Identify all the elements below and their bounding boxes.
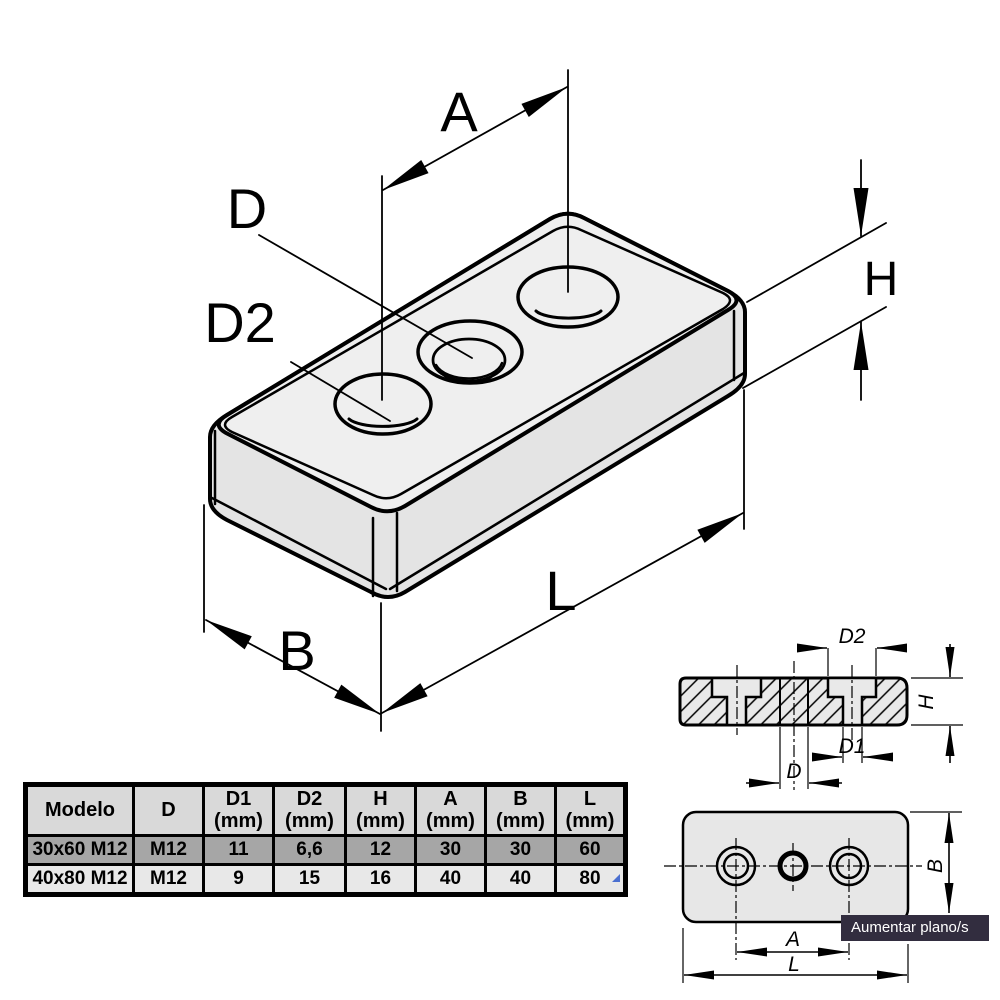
dim-label-D2-iso: D2 bbox=[204, 291, 276, 354]
plan-hole-right bbox=[828, 845, 870, 887]
header-modelo: Modelo bbox=[24, 783, 135, 837]
plan-dim-B bbox=[910, 811, 962, 913]
cell-l: 60 bbox=[554, 833, 627, 866]
dim-label-H-section: H bbox=[915, 694, 938, 710]
dimensions-table: Modelo D D1(mm) D2(mm) H(mm) A(mm) B(mm)… bbox=[23, 782, 628, 897]
ext-line-H-upper bbox=[746, 222, 887, 303]
dim-label-D-section: D bbox=[786, 760, 801, 783]
hole-right-counterbore bbox=[516, 265, 620, 329]
dim-label-A-plan: A bbox=[784, 928, 800, 951]
section-dim-D2 bbox=[797, 643, 907, 676]
plan-hole-left bbox=[715, 845, 757, 887]
cell-b: 40 bbox=[484, 862, 557, 896]
cell-a: 30 bbox=[414, 833, 487, 866]
section-dim-H bbox=[911, 644, 963, 763]
section-view: D2 D1 D H bbox=[678, 625, 963, 790]
leader-line-D bbox=[258, 234, 473, 359]
leader-line-D2 bbox=[290, 361, 391, 422]
dimension-L bbox=[380, 389, 745, 732]
plan-dim-L bbox=[682, 928, 909, 983]
plan-hole-middle bbox=[777, 850, 809, 882]
hole-left-counterbore bbox=[333, 372, 433, 436]
header-h: H(mm) bbox=[344, 783, 417, 837]
dim-label-A-iso: A bbox=[440, 80, 478, 143]
section-dim-D bbox=[746, 727, 842, 789]
cell-d: M12 bbox=[132, 833, 205, 866]
top-face-fillet-outline bbox=[223, 225, 732, 500]
dim-line-A bbox=[382, 86, 568, 191]
header-d: D bbox=[132, 783, 205, 837]
cell-d1: 11 bbox=[202, 833, 275, 866]
cell-d2: 15 bbox=[272, 862, 347, 896]
plan-view: B A L bbox=[664, 810, 962, 983]
enlarge-plan-button[interactable]: Aumentar plano/s bbox=[841, 915, 989, 941]
cell-model: 40x80 M12 bbox=[24, 862, 135, 896]
dim-label-H-iso: H bbox=[864, 253, 899, 306]
table-header-row: Modelo D D1(mm) D2(mm) H(mm) A(mm) B(mm)… bbox=[24, 783, 627, 837]
header-d1: D1(mm) bbox=[202, 783, 275, 837]
cell-a: 40 bbox=[414, 862, 487, 896]
header-a: A(mm) bbox=[414, 783, 487, 837]
dim-line-B bbox=[205, 619, 381, 715]
dimension-A bbox=[381, 69, 569, 401]
header-d2: D2(mm) bbox=[272, 783, 347, 837]
header-l: L(mm) bbox=[554, 783, 627, 837]
dim-label-L-plan: L bbox=[788, 953, 800, 976]
left-face-tangent-line bbox=[210, 496, 388, 591]
table-corner-marker bbox=[612, 874, 620, 882]
header-b: B(mm) bbox=[484, 783, 557, 837]
cell-d1: 9 bbox=[202, 862, 275, 896]
dim-line-L bbox=[381, 512, 744, 714]
isometric-view: A H B L D D2 bbox=[203, 69, 899, 732]
hole-middle-threaded bbox=[416, 319, 524, 385]
dimension-B bbox=[203, 504, 381, 715]
dim-label-D-iso: D bbox=[227, 177, 267, 240]
dim-label-D1-section: D1 bbox=[839, 735, 866, 758]
table-row-30x60[interactable]: 30x60 M12 M12 11 6,6 12 30 30 60 bbox=[24, 833, 627, 866]
plan-body bbox=[681, 810, 910, 924]
dim-label-B-iso: B bbox=[278, 619, 315, 682]
cell-d2: 6,6 bbox=[272, 833, 347, 866]
cell-d: M12 bbox=[132, 862, 205, 896]
dim-label-B-plan: B bbox=[924, 859, 947, 873]
section-dim-D1 bbox=[812, 727, 893, 763]
dimension-H bbox=[742, 159, 887, 401]
ext-line-H-lower bbox=[742, 306, 887, 389]
cell-h: 16 bbox=[344, 862, 417, 896]
dim-label-D2-section: D2 bbox=[839, 625, 866, 648]
dim-label-L-iso: L bbox=[545, 559, 576, 622]
section-centerlines bbox=[736, 661, 853, 790]
cell-h: 12 bbox=[344, 833, 417, 866]
cell-b: 30 bbox=[484, 833, 557, 866]
table-row-40x80[interactable]: 40x80 M12 M12 9 15 16 40 40 80 bbox=[24, 862, 627, 896]
cell-model: 30x60 M12 bbox=[24, 833, 135, 866]
